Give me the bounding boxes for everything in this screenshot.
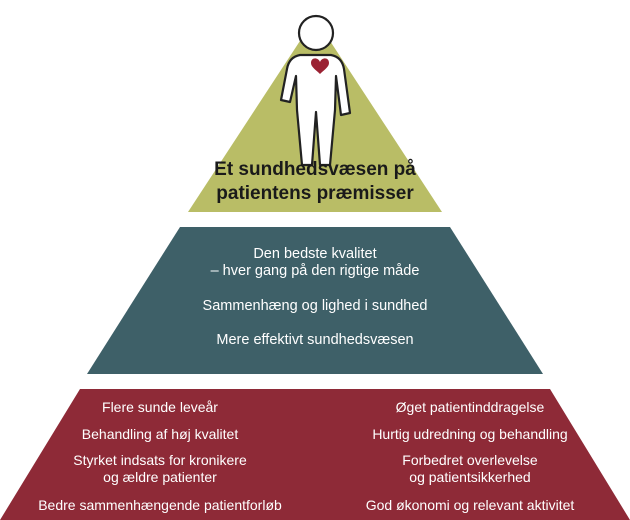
pyramid-tier-bottom	[0, 389, 630, 520]
middle-item-1: Den bedste kvalitet – hver gang på den r…	[150, 246, 480, 281]
person-with-heart-icon	[279, 14, 352, 167]
bottom-left-item-2: Behandling af høj kvalitet	[81, 426, 239, 442]
middle-item-2: Sammenhæng og lighed i sundhed	[202, 298, 428, 314]
middle-item-1-line1: Den bedste kvalitet	[253, 246, 377, 262]
bottom-left-item-3: Styrket indsats for kronikere og ældre p…	[20, 452, 300, 486]
heart-icon	[311, 58, 329, 74]
middle-item-3: Mere effektivt sundhedsvæsen	[216, 332, 414, 348]
bottom-right-item-3: Forbedret overlevelse og patientsikkerhe…	[330, 452, 610, 486]
top-tier-title: Et sundhedsvæsen på patientens præmisser	[200, 158, 430, 206]
bottom-left-item-3-line2: og ældre patienter	[103, 468, 217, 485]
bottom-right-item-4: God økonomi og relevant aktivitet	[365, 497, 575, 513]
bottom-right-item-3-line1: Forbedret overlevelse	[402, 452, 538, 468]
top-title-line1: Et sundhedsvæsen på	[214, 159, 416, 180]
pyramid-tier-middle	[87, 227, 543, 374]
bottom-left-item-1: Flere sunde leveår	[102, 399, 218, 415]
middle-item-1-line2: – hver gang på den rigtige måde	[210, 263, 420, 280]
top-title-line2: patientens præmisser	[216, 182, 414, 204]
bottom-right-item-3-line2: og patientsikkerhed	[409, 468, 531, 485]
bottom-right-item-1: Øget patientinddragelse	[395, 399, 545, 415]
bottom-right-item-2: Hurtig udredning og behandling	[372, 426, 568, 442]
bottom-left-item-4: Bedre sammenhængende patientforløb	[38, 497, 282, 513]
bottom-left-item-3-line1: Styrket indsats for kronikere	[73, 452, 247, 468]
